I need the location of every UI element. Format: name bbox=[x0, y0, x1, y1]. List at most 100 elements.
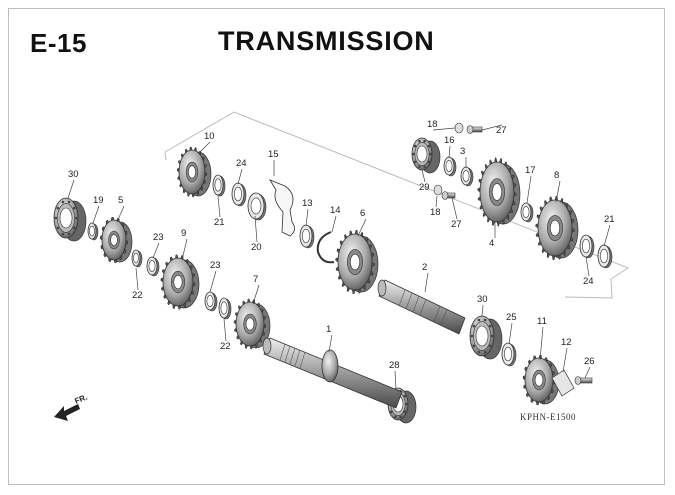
lock-plate-12 bbox=[551, 369, 575, 397]
part-number-label: 3 bbox=[460, 146, 465, 157]
part-number-label: 5 bbox=[118, 195, 123, 206]
bushing-25 bbox=[501, 342, 517, 367]
gear-10 bbox=[176, 146, 212, 198]
washer-16 bbox=[443, 156, 457, 177]
leader-line bbox=[585, 256, 590, 277]
bolt-26 bbox=[574, 376, 593, 385]
gear-7 bbox=[233, 298, 271, 350]
leader-line bbox=[67, 179, 75, 199]
section-code: E-15 bbox=[30, 28, 87, 58]
washer-plate-18a bbox=[454, 122, 464, 134]
washer-13 bbox=[299, 224, 315, 249]
direction-label: FR. bbox=[73, 393, 88, 406]
leader-line bbox=[92, 205, 100, 224]
leader-line bbox=[481, 304, 484, 317]
part-number-label: 24 bbox=[236, 158, 247, 169]
bearing-30b bbox=[469, 315, 503, 360]
part-number-label: 25 bbox=[506, 312, 517, 323]
part-number-label: 21 bbox=[604, 214, 615, 225]
bushing-3 bbox=[460, 166, 474, 187]
leader-line bbox=[305, 208, 309, 227]
page-title: TRANSMISSION bbox=[218, 26, 435, 56]
leader-line bbox=[223, 318, 227, 342]
gear-4 bbox=[477, 157, 521, 227]
leader-line bbox=[181, 238, 188, 261]
leader-line bbox=[508, 322, 513, 345]
part-number-label: 28 bbox=[389, 360, 400, 371]
washer-21a bbox=[212, 174, 226, 197]
bolt-27a bbox=[466, 125, 483, 134]
part-number-label: 20 bbox=[251, 242, 262, 253]
gear-8 bbox=[535, 195, 579, 261]
leader-line bbox=[603, 224, 611, 247]
washer-22b bbox=[218, 297, 232, 320]
leader-line bbox=[357, 218, 367, 237]
washer-17 bbox=[520, 202, 534, 223]
leader-line bbox=[328, 334, 333, 353]
part-number-label: 23 bbox=[153, 232, 164, 243]
leader-line bbox=[451, 197, 458, 220]
part-number-label: 21 bbox=[214, 217, 225, 228]
leader-line bbox=[116, 205, 125, 223]
leader-line bbox=[435, 195, 438, 208]
circlip bbox=[316, 231, 335, 264]
bearing-30a bbox=[53, 197, 87, 242]
part-number-label: 13 bbox=[302, 198, 313, 209]
bushing-24a bbox=[231, 182, 247, 207]
leader-line bbox=[152, 242, 160, 259]
mainshaft bbox=[262, 337, 403, 409]
sprocket-11 bbox=[522, 354, 560, 406]
part-number-label: 11 bbox=[537, 316, 547, 327]
part-number-label: 19 bbox=[93, 195, 104, 206]
washer-plate-18b bbox=[433, 184, 443, 196]
leader-line bbox=[331, 215, 337, 233]
part-number-label: 30 bbox=[477, 294, 488, 305]
leader-line bbox=[539, 326, 544, 361]
part-number-label: 12 bbox=[561, 337, 572, 348]
leader-line bbox=[254, 215, 258, 243]
part-number-label: 18 bbox=[427, 119, 438, 130]
part-number-label: 27 bbox=[496, 125, 507, 136]
gear-6 bbox=[335, 229, 379, 295]
part-number-label: 8 bbox=[554, 170, 559, 181]
part-number-label: 26 bbox=[584, 356, 595, 367]
washer-19 bbox=[87, 222, 99, 241]
leader-line bbox=[448, 145, 451, 159]
page-frame bbox=[8, 8, 665, 485]
leader-line bbox=[209, 270, 217, 293]
part-number-label: 1 bbox=[326, 324, 331, 335]
washer-22a bbox=[131, 249, 143, 268]
part-number-label: 15 bbox=[268, 149, 279, 160]
bushing-23b bbox=[204, 291, 218, 312]
leader-line bbox=[199, 141, 211, 153]
part-number-label: 7 bbox=[253, 274, 258, 285]
part-number-label: 22 bbox=[132, 290, 143, 301]
leader-line bbox=[562, 347, 568, 373]
leader-line bbox=[584, 366, 591, 379]
leader-line bbox=[217, 195, 221, 218]
leader-line bbox=[421, 169, 426, 183]
part-number-label: 17 bbox=[525, 165, 536, 176]
part-number-label: 27 bbox=[451, 219, 462, 230]
part-number-label: 2 bbox=[422, 262, 427, 273]
leader-line bbox=[526, 175, 532, 204]
part-number-label: 14 bbox=[330, 205, 341, 216]
leader-line bbox=[424, 272, 429, 293]
part-number-label: 16 bbox=[444, 135, 455, 146]
washer-20 bbox=[247, 192, 267, 221]
front-direction-arrow: FR. bbox=[54, 393, 89, 421]
part-number-label: 4 bbox=[489, 238, 494, 249]
part-number-label: 6 bbox=[360, 208, 365, 219]
gear-9 bbox=[160, 254, 200, 310]
washer-21b bbox=[597, 244, 613, 269]
reference-code: KPHN-E1500 bbox=[520, 412, 576, 422]
assembly-outline bbox=[164, 111, 630, 299]
part-number-label: 9 bbox=[181, 228, 186, 239]
leader-line bbox=[135, 267, 139, 291]
part-number-label: 29 bbox=[419, 182, 430, 193]
countershaft bbox=[377, 279, 466, 335]
leader-line bbox=[481, 124, 503, 131]
part-number-label: 23 bbox=[210, 260, 221, 271]
part-number-label: 30 bbox=[68, 169, 79, 180]
